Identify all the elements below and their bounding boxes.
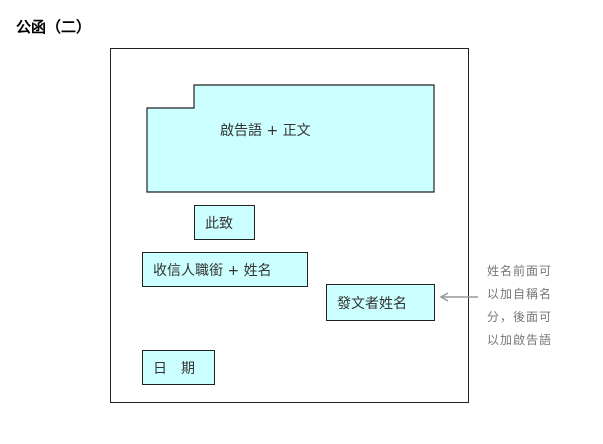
recipient-block: 收信人職銜 + 姓名 <box>142 252 308 287</box>
arrow-icon <box>439 292 478 302</box>
note-line: 以加啟告語 <box>487 333 553 347</box>
body-block-label: 啟告語 + 正文 <box>220 123 311 139</box>
letter-frame <box>110 48 469 403</box>
sender-block: 發文者姓名 <box>326 284 435 321</box>
note-line: 分，後面可 <box>487 310 553 324</box>
page-title: 公函（二） <box>16 18 92 36</box>
annotation-note: 姓名前面可 以加自稱名 分，後面可 以加啟告語 <box>487 260 552 352</box>
note-line: 以加自稱名 <box>487 287 553 301</box>
closing-block: 此致 <box>194 205 255 240</box>
note-line: 姓名前面可 <box>487 264 553 278</box>
date-block: 日 期 <box>142 350 215 385</box>
